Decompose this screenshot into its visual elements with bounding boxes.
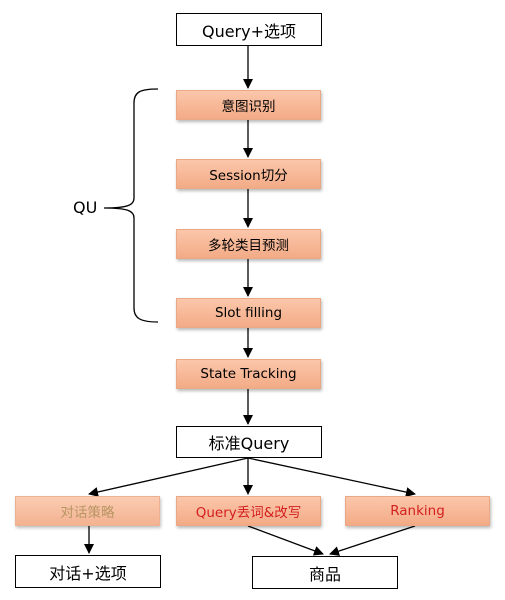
arrow-standard-to-ranking — [247, 457, 416, 497]
slot-filling-node: Slot filling — [176, 298, 321, 328]
state-tracking-node: State Tracking — [176, 359, 321, 389]
arrow-ranking-to-product — [329, 525, 416, 556]
standard-query-node: 标准Query — [176, 426, 322, 458]
session-split-node: Session切分 — [176, 159, 321, 189]
qu-brace — [103, 88, 159, 323]
dialog-strategy-node: 对话策略 — [15, 496, 160, 526]
dialog-options-node: 对话+选项 — [15, 555, 161, 588]
arrow-rewrite-to-product — [247, 525, 324, 556]
product-node: 商品 — [252, 556, 398, 589]
arrow-standard-to-dialog-strategy — [88, 457, 249, 497]
ranking-node: Ranking — [345, 496, 490, 526]
qu-group-label: QU — [73, 198, 98, 217]
multi-round-category-node: 多轮类目预测 — [176, 229, 321, 259]
query-options-node: Query+选项 — [176, 13, 322, 46]
query-rewrite-node: Query丢词&改写 — [176, 496, 321, 526]
intent-recognition-node: 意图识别 — [176, 90, 321, 120]
